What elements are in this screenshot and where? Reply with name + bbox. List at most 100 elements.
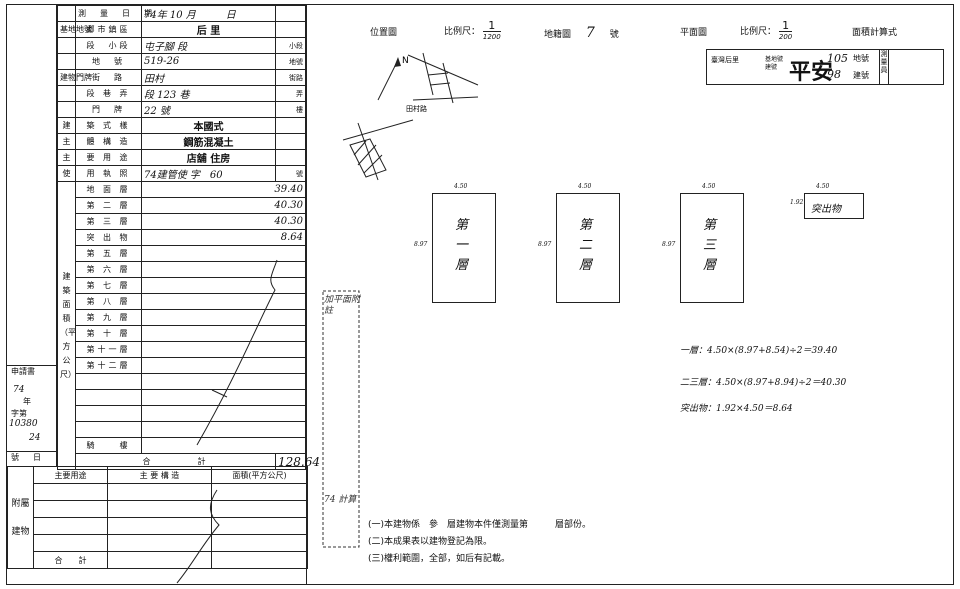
info-row: 建物門牌街 路田村街路 bbox=[57, 69, 306, 86]
attached-group-label: 附屬建物 bbox=[7, 466, 34, 569]
divider bbox=[7, 365, 57, 366]
row-unit bbox=[275, 117, 306, 134]
row-unit: 小段 bbox=[275, 37, 306, 54]
note-2: (二)本成果表以建物登記為限。 bbox=[368, 537, 493, 547]
floor-width: 4.50 bbox=[578, 183, 592, 190]
note-3: (三)權利範圍，全部，如后有記載。 bbox=[368, 554, 511, 564]
blank-row bbox=[58, 389, 306, 406]
floor-label: 突 出 物 bbox=[75, 229, 142, 246]
row-key: 段 小段 bbox=[75, 37, 142, 54]
floor-name: 第二層 bbox=[579, 218, 593, 273]
blank-cell bbox=[75, 373, 142, 390]
floor-label: 第十二層 bbox=[75, 357, 142, 374]
floor-label: 第 六 層 bbox=[75, 261, 142, 278]
row-key: 門 牌 bbox=[75, 101, 142, 118]
row-value: 后 里 bbox=[141, 21, 276, 38]
side-note-top: 加平面附註 bbox=[324, 295, 361, 316]
side-note-bottom: 74 計算 bbox=[324, 495, 357, 505]
floor-area: 39.40 bbox=[141, 181, 306, 198]
row-key: 地 號 bbox=[75, 53, 142, 70]
row-value: 屯子腳 段 bbox=[141, 37, 276, 54]
row-unit: 號 bbox=[275, 165, 306, 182]
floor-height: 8.97 bbox=[662, 241, 676, 248]
station-name: 臺灣后里 bbox=[711, 56, 739, 64]
side-note-border bbox=[322, 290, 360, 548]
row-unit bbox=[275, 149, 306, 166]
row-value: 田村 bbox=[141, 69, 276, 86]
row-unit bbox=[275, 133, 306, 150]
row-group bbox=[57, 37, 76, 54]
floor-plan-2: 第二層 bbox=[556, 193, 620, 303]
row-group bbox=[57, 101, 76, 118]
row-group: 主 bbox=[57, 149, 76, 166]
row-unit: 地號 bbox=[275, 53, 306, 70]
projection-height: 1.92 bbox=[790, 199, 804, 206]
year-value: 74 bbox=[13, 385, 25, 395]
row-unit: 樓 bbox=[275, 101, 306, 118]
floor-label: 第 七 層 bbox=[75, 277, 142, 294]
floor-area: 40.30 bbox=[141, 197, 306, 214]
row-unit bbox=[275, 21, 306, 38]
blank-row bbox=[58, 421, 306, 438]
area-calc-label: 面積計算式 bbox=[852, 28, 898, 38]
floor-label: 第 九 層 bbox=[75, 309, 142, 326]
row-group bbox=[57, 5, 76, 22]
floor-label: 第 十 層 bbox=[75, 325, 142, 342]
floor-height: 8.97 bbox=[414, 241, 428, 248]
application-label: 申請書 bbox=[11, 367, 35, 376]
floor-label: 第十一層 bbox=[75, 341, 142, 358]
building-number: 98 bbox=[827, 68, 841, 81]
row-group: 使 bbox=[57, 165, 76, 182]
row-group: 基地地號 bbox=[57, 21, 92, 38]
note-1: (一)本建物係 參 層建物本件僅測量第 層部份。 bbox=[368, 520, 592, 530]
row-group bbox=[57, 85, 76, 102]
surveyor-label: 測量員 bbox=[879, 50, 889, 84]
row-group: 建物門牌 bbox=[57, 69, 92, 86]
floor-label: 第 二 層 bbox=[75, 197, 142, 214]
row-value: 74年 10 月 日 bbox=[141, 5, 276, 22]
row-group bbox=[57, 53, 76, 70]
balcony-label: 騎 樓 bbox=[75, 437, 142, 454]
row-value: 本國式 bbox=[141, 117, 276, 134]
info-row: 基地地號鄉市鎮區后 里 bbox=[57, 21, 306, 38]
road-name: 田村路 bbox=[406, 104, 427, 113]
cadastral-sketch bbox=[342, 119, 414, 181]
structure-header: 主 要 構 造 bbox=[107, 466, 212, 484]
row-value: 鋼筋混凝土 bbox=[141, 133, 276, 150]
location-map-label: 位置圖 bbox=[370, 28, 398, 38]
row-key: 要 用 途 bbox=[75, 149, 142, 166]
area-calculation: 突出物：1.92×4.50＝8.64 bbox=[680, 404, 793, 414]
row-value: 店舖 住房 bbox=[141, 149, 276, 166]
row-key: 體 構 造 bbox=[75, 133, 142, 150]
blank-cell bbox=[75, 405, 142, 422]
blank-cell bbox=[75, 421, 142, 438]
hao-label: 號 bbox=[11, 453, 19, 462]
info-row: 段 巷 弄段 123 巷弄 bbox=[57, 85, 306, 102]
floor-row: 第 十 層 bbox=[58, 325, 306, 342]
ri-label: 日 bbox=[33, 453, 41, 462]
floor-name: 第三層 bbox=[703, 218, 717, 273]
floor-width: 4.50 bbox=[454, 183, 468, 190]
floor-row: 第十二層 bbox=[58, 357, 306, 374]
floor-height: 8.97 bbox=[538, 241, 552, 248]
application-number: 10380 bbox=[9, 419, 38, 429]
blank-area-squiggle bbox=[196, 259, 278, 446]
row-value: 段 123 巷 bbox=[141, 85, 276, 102]
row-key: 測 量 日 期 bbox=[75, 5, 152, 22]
zi-label: 字第 bbox=[11, 409, 27, 418]
info-row: 建築 式 樣本國式 bbox=[57, 117, 306, 134]
station-sub: 基地號建號 bbox=[765, 56, 784, 71]
row-key: 用 執 照 bbox=[75, 165, 142, 182]
blank-cell bbox=[75, 389, 142, 406]
north-arrow-label: N bbox=[402, 56, 409, 66]
floor-row: 第十一層 bbox=[58, 341, 306, 358]
